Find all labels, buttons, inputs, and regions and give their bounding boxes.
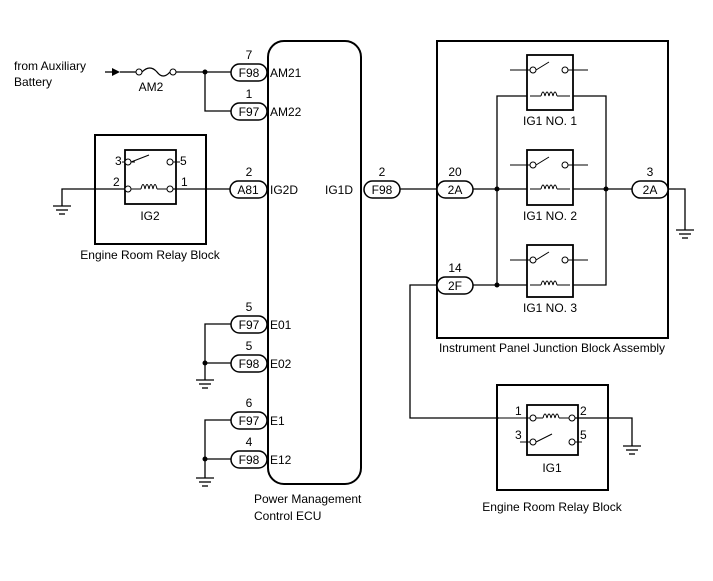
pin-number: 5 [246,300,253,314]
ecu-pin-e01: 5 F97 E01 [230,300,292,334]
ecu-pin-am22: 1 F97 AM22 [230,87,302,121]
ecu-pin-e02: 5 F98 E02 [230,339,292,373]
relay-block-name: Engine Room Relay Block [80,248,220,262]
connector-code: F98 [239,66,260,80]
relay-pin-2: 2 [113,175,120,189]
relay-pin-3: 3 [115,154,122,168]
jb-connector-out: 3 2A [631,165,669,199]
relay-pin-5: 5 [580,428,587,442]
power-management-ecu [267,40,362,485]
relay-name: IG2 [140,209,160,223]
ecu-pin-ig1d: IG1D 2 F98 [325,165,401,199]
terminal-label: AM22 [270,105,302,119]
source-label-line2: Battery [14,75,52,89]
fuse-am2: AM2 [135,67,177,94]
pin-number: 5 [246,339,253,353]
connector-code: F98 [239,357,260,371]
ecu-name-line2: Control ECU [254,509,321,523]
relay-ig1-no1: IG1 NO. 1 [510,54,588,128]
relay-pin-2: 2 [580,404,587,418]
ecu-name-line1: Power Management [254,492,362,506]
relay-pin-5: 5 [180,154,187,168]
connector-code: F98 [239,453,260,467]
relay-ig1-no2: IG1 NO. 2 [510,149,588,223]
terminal-label: IG2D [270,183,298,197]
terminal-label: AM21 [270,66,302,80]
terminal-label: E01 [270,318,292,332]
jb-connector-in: 20 2A [436,165,474,199]
ground-icon [53,205,71,215]
ecu-pin-e12: 4 F98 E12 [230,435,292,469]
auxiliary-battery-source: from Auxiliary Battery [14,59,136,89]
relay-block-name: Engine Room Relay Block [482,500,622,514]
pin-number: 4 [246,435,253,449]
source-label-line1: from Auxiliary [14,59,86,73]
connector-code: F97 [239,105,260,119]
relay-ig1-no3: IG1 NO. 3 [510,244,588,315]
ground-icon [196,477,214,487]
connector-code: A81 [237,183,259,197]
ecu-pin-e1: 6 F97 E1 [230,396,285,430]
pin-number: 20 [448,165,462,179]
pin-number: 2 [246,165,253,179]
ecu-pin-ig2d: 2 A81 IG2D [229,165,298,199]
jb-connector-ig1: 14 2F [436,261,474,295]
pin-number: 1 [246,87,253,101]
connector-code: 2F [448,279,462,293]
terminal-label: E12 [270,453,292,467]
ground-icon [676,229,694,239]
relay-name: IG1 NO. 2 [523,209,577,223]
terminal-label: IG1D [325,183,353,197]
arrow-icon [112,68,120,76]
relay-name: IG1 NO. 3 [523,301,577,315]
connector-code: 2A [643,183,658,197]
terminal-label: E1 [270,414,285,428]
ground-icon [196,379,214,389]
relay-pin-1: 1 [181,175,188,189]
pin-number: 2 [379,165,386,179]
pin-number: 14 [448,261,462,275]
connector-code: F98 [372,183,393,197]
pin-number: 3 [647,165,654,179]
ground-icon [623,445,641,455]
ecu-pin-am21: 7 F98 AM21 [230,48,302,82]
connector-code: F97 [239,414,260,428]
relay-ig2: IG2 3 5 2 1 [113,149,188,223]
engine-room-relay-block-ig1 [496,384,609,491]
connector-code: 2A [448,183,463,197]
relay-name: IG1 [542,461,562,475]
pin-number: 7 [246,48,253,62]
relay-name: IG1 NO. 1 [523,114,577,128]
relay-pin-3: 3 [515,428,522,442]
connector-code: F97 [239,318,260,332]
terminal-label: E02 [270,357,292,371]
relay-pin-1: 1 [515,404,522,418]
junction-block-name: Instrument Panel Junction Block Assembly [439,341,665,355]
relay-ig1: IG1 1 2 3 5 [499,404,587,475]
pin-number: 6 [246,396,253,410]
fuse-label: AM2 [139,80,164,94]
